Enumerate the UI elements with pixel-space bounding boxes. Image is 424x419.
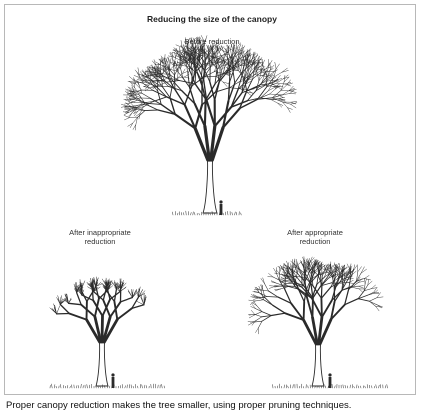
label-inappropriate-line2: reduction [84, 237, 116, 246]
label-before-line1: Before reduction [184, 37, 240, 46]
tree-appropriate-reduction-illustration [247, 256, 388, 389]
tree-before-reduction-illustration [120, 35, 298, 216]
person-scale-figure [111, 373, 115, 388]
figure-caption: Proper canopy reduction makes the tree s… [6, 400, 352, 411]
label-before-reduction: Before reduction [150, 37, 274, 46]
diagram-title: Reducing the size of the canopy [147, 14, 277, 24]
person-scale-figure [219, 200, 223, 215]
label-appropriate-line1: After appropriate [287, 228, 343, 237]
label-inappropriate-reduction: After inappropriate reduction [40, 228, 160, 246]
person-scale-figure [328, 373, 332, 388]
tree-inappropriate-reduction-illustration [49, 276, 165, 389]
label-appropriate-reduction: After appropriate reduction [255, 228, 375, 246]
label-inappropriate-line1: After inappropriate [69, 228, 131, 237]
label-appropriate-line2: reduction [299, 237, 331, 246]
